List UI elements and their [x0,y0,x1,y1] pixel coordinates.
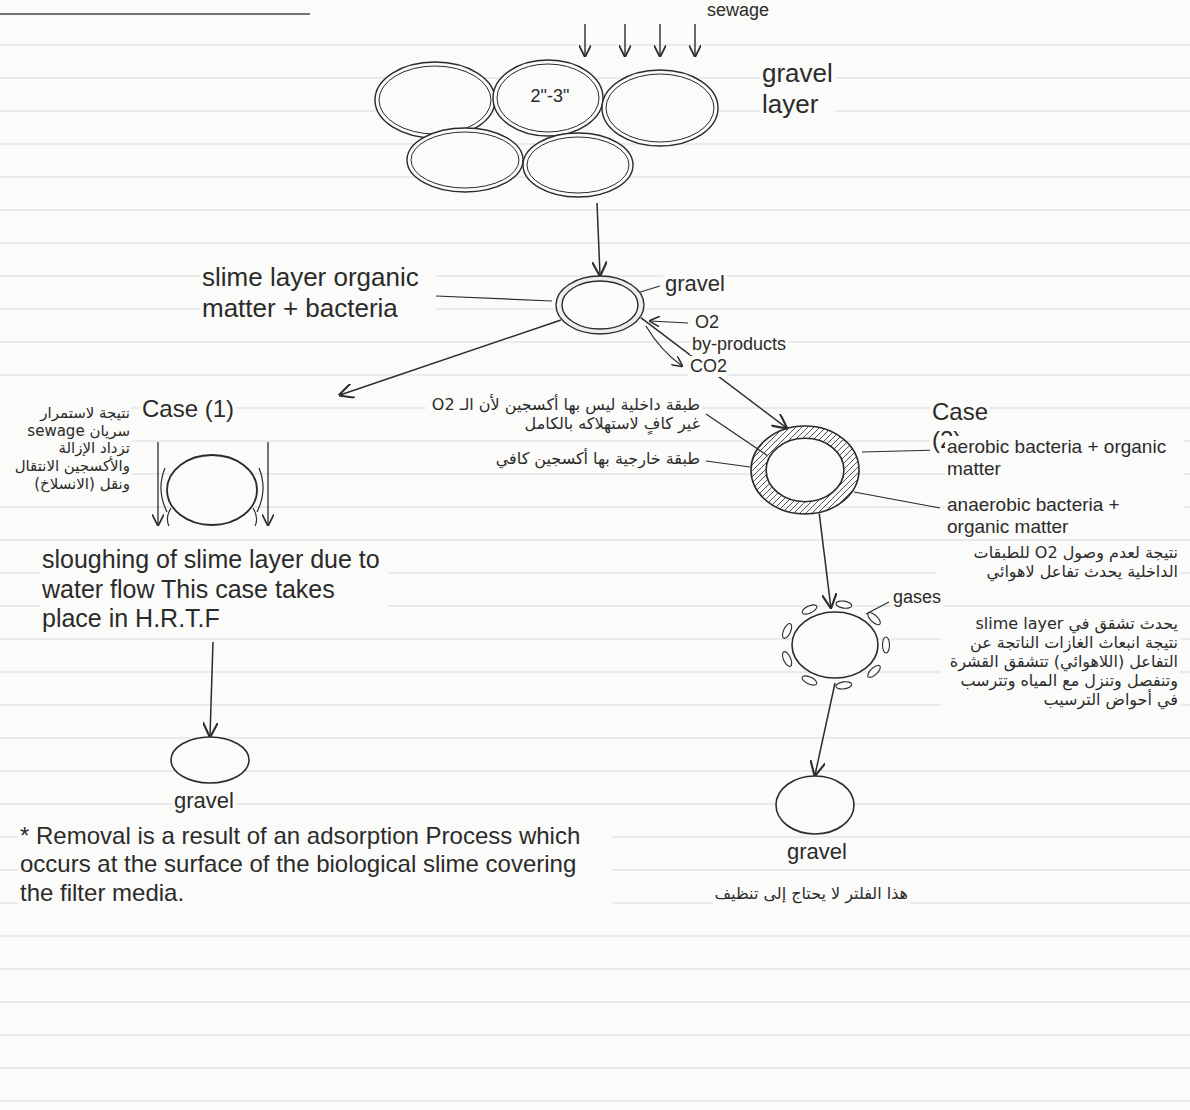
node-outline [750,425,860,515]
arabic-note: نتيجة لعدم وصول O2 للطبقات الداخلية يحدث… [936,544,1180,582]
leader-lines [436,286,940,614]
flow-arrow [210,642,213,736]
gravel-label: gravel [785,839,849,865]
clean-gravel: gravel [775,775,855,835]
byproduct-label: by-products [690,334,788,355]
slime-flake [835,600,852,609]
gravel-layer: 2"-3"gravel layer [365,58,730,203]
node-outline [365,58,730,203]
footnote: * Removal is a result of an adsorption P… [18,822,612,907]
slime-flake [781,650,794,667]
slime-flake [781,622,794,639]
flow-arrows [158,442,268,525]
node-outline [170,736,250,784]
arabic-note: نتيجة لاستمرار سريان sewage تزداد الإزال… [0,405,132,493]
gravel-stone [562,281,638,329]
slime-flake [883,637,890,653]
gravel-stone [776,776,854,834]
arabic-note: يحدث تشقق في slime layer نتيجة انبعاث ال… [941,615,1180,709]
slime-flake [866,663,882,679]
gas-label: O2 [693,312,721,333]
gravel-stone [171,737,249,783]
aerobic-core [766,438,844,501]
gravel-stone [523,133,633,197]
gravel-stone [493,60,603,136]
arabic-note: طبقة خارجية بها أكسجين كافي [494,450,702,469]
flow-arrow [340,320,561,395]
gravel-stone [167,455,257,525]
gravel-label: gravel [172,788,236,814]
flow-arrow [597,203,600,275]
sloughing-slime [161,468,263,526]
gravel-stone [602,70,718,146]
layer-label: anaerobic bacteria + organic matter [945,494,1184,539]
gravel-stone [792,612,878,678]
node-outline [555,275,645,335]
slime-flake [835,681,852,690]
case-heading: Case (1) [140,395,236,423]
stone-size: 2"-3" [529,86,572,107]
gases-label: gases [891,587,943,608]
node-outline [787,607,883,683]
slime-flake [801,603,818,616]
gravel-stone [527,137,629,193]
case-two: Case (2) [750,425,860,515]
gravel-label: gravel [663,271,727,297]
layer-label: aerobic bacteria + organic matter [945,436,1184,481]
clean-gravel: gravel [170,736,250,784]
arabic-note: هذا الفلتر لا يحتاج إلى تنظيف [713,885,910,904]
flow-label: sewage [705,0,771,21]
slime-flake [801,674,818,687]
gravel-stone [411,132,519,188]
flow-arrow [819,513,831,607]
gravel-stone [375,62,495,138]
ruled-lines [0,45,1190,1101]
layer-label: slime layer organic matter + bacteria [200,262,436,323]
layer-name: gravel layer [760,58,835,119]
node-outline [775,775,855,835]
arabic-note: طبقة داخلية ليس بها أكسجين لأن الـ O2 غي… [426,396,702,434]
slime-layer [556,276,644,334]
gassing-gravel: gases [787,607,883,683]
gravel-stone [606,74,714,142]
gravel-stone [379,66,491,134]
gravel-stone [497,64,599,132]
case-note: sloughing of slime layer due to water fl… [40,545,389,634]
anaerobic-layer [751,426,859,514]
sewage-arrows [585,24,695,56]
slime-flake [866,611,882,627]
flow-arrow [815,683,835,775]
slime-coated-gravel: gravel [555,275,645,335]
header-rule [0,13,310,15]
gas-label: CO2 [688,356,729,377]
gravel-stone [407,128,523,192]
